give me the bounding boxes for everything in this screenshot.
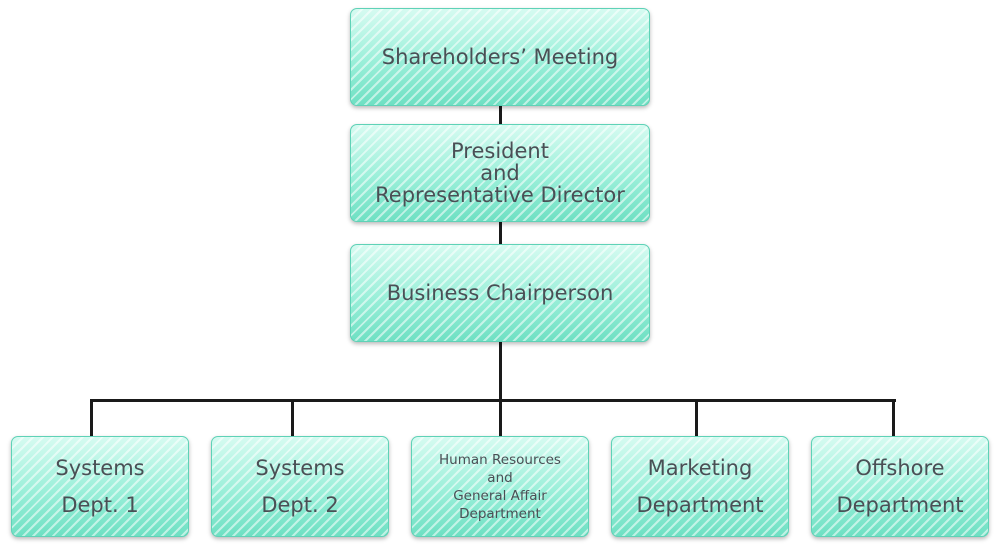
connector-drop-offshore — [892, 399, 895, 436]
node-label: Marketing — [647, 455, 753, 480]
connector-drop-systems2 — [291, 399, 294, 436]
node-systems-dept-1: Systems Dept. 1 — [11, 436, 189, 537]
node-president: President and Representative Director — [350, 124, 650, 222]
node-label: Offshore — [855, 455, 945, 480]
node-label: Dept. 2 — [261, 492, 339, 517]
node-label: and — [487, 469, 513, 486]
connector-chairperson-bus — [499, 342, 502, 401]
node-label: Dept. 1 — [61, 492, 139, 517]
node-systems-dept-2: Systems Dept. 2 — [211, 436, 389, 537]
node-label: Systems — [255, 455, 345, 480]
node-business-chairperson: Business Chairperson — [350, 244, 650, 342]
node-label: Human Resources — [439, 451, 561, 468]
node-label: Representative Director — [375, 183, 625, 207]
node-label: Shareholders’ Meeting — [381, 45, 619, 69]
connector-drop-systems1 — [90, 399, 93, 436]
connector-bus — [90, 399, 896, 402]
connector-drop-hr — [499, 399, 502, 436]
node-marketing-department: Marketing Department — [611, 436, 789, 537]
node-label: Business Chairperson — [386, 281, 614, 305]
node-label: and — [480, 161, 520, 185]
connector-shareholders-president — [499, 106, 502, 124]
node-offshore-department: Offshore Department — [811, 436, 989, 537]
node-label: Department — [836, 492, 964, 517]
node-hr-general-affair: Human Resources and General Affair Depar… — [411, 436, 589, 537]
connector-drop-marketing — [695, 399, 698, 436]
node-label: President — [451, 139, 549, 163]
node-label: Department — [636, 492, 764, 517]
node-shareholders-meeting: Shareholders’ Meeting — [350, 8, 650, 106]
node-label: Department — [459, 505, 541, 522]
node-label: General Affair — [453, 487, 547, 504]
node-label: Systems — [55, 455, 145, 480]
connector-president-chairperson — [499, 222, 502, 244]
